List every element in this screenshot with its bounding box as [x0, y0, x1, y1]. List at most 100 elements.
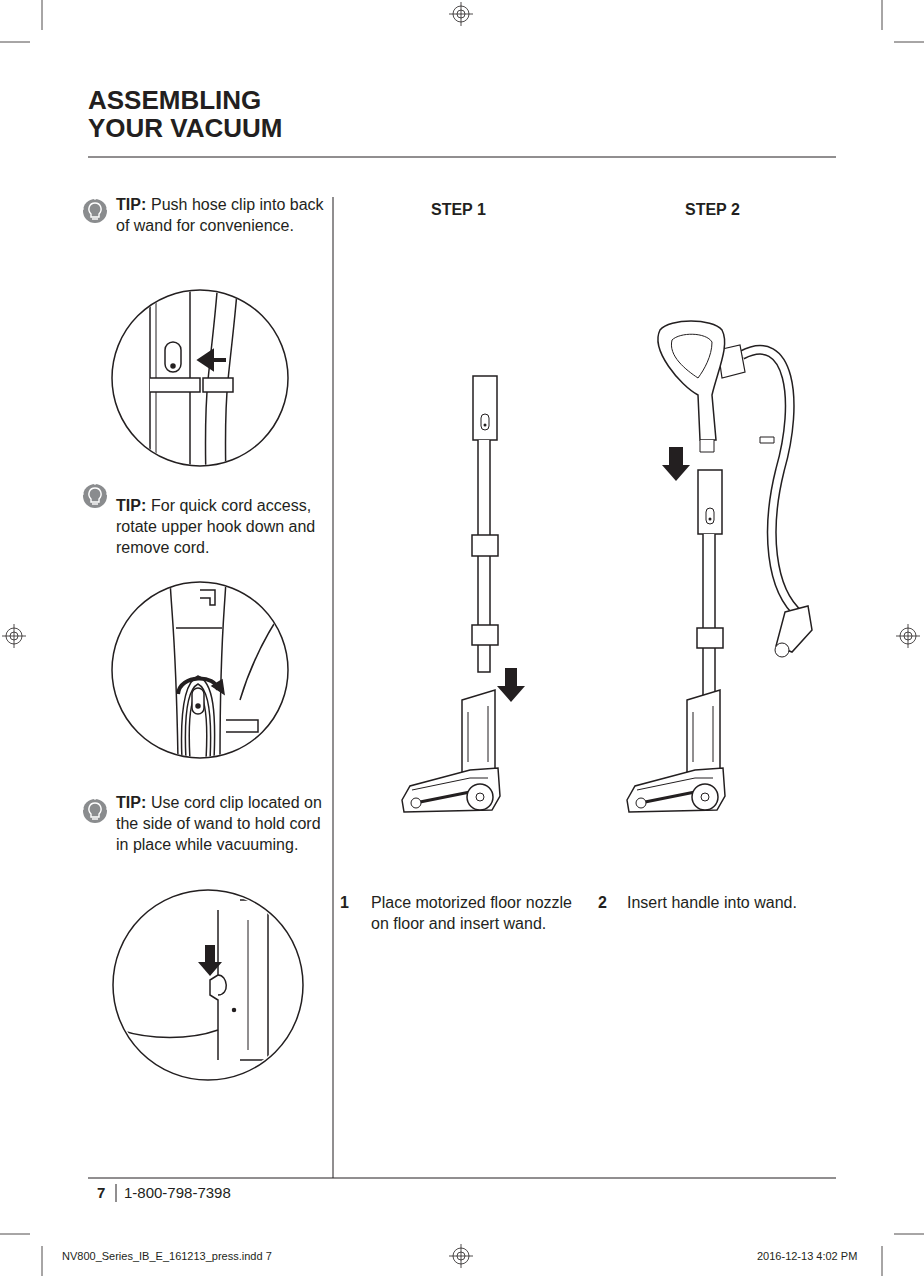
tip-text: TIP:Push hose clip into back of wand for… — [116, 195, 326, 237]
step2-illustration — [698, 470, 722, 534]
step-text: Insert handle into wand. — [627, 894, 797, 911]
step2-illustration — [703, 534, 715, 700]
registration-mark — [449, 2, 473, 26]
page-number: 7 — [97, 1184, 105, 1201]
print-date: 2016-12-13 4:02 PM — [757, 1249, 897, 1263]
registration-mark — [449, 2, 473, 26]
step1-illustration — [505, 668, 517, 686]
cord-clip-inset — [120, 1030, 218, 1038]
cord-hook-inset — [170, 580, 290, 760]
step2-illustration — [760, 437, 774, 443]
phone-number: 1-800-798-7398 — [124, 1183, 324, 1203]
cord-hook-inset — [200, 590, 215, 605]
step2-illustration — [669, 447, 683, 465]
step-number: 1 — [340, 893, 360, 914]
tip-label: TIP: — [116, 196, 146, 213]
step-text: Place motorized floor nozzle on floor an… — [371, 894, 572, 932]
step2-illustration — [697, 628, 723, 648]
step2-illustration — [742, 350, 800, 615]
cord-hook-inset — [112, 580, 290, 760]
registration-mark — [2, 624, 26, 648]
print-date: 2016-12-13 4:02 PM — [757, 1250, 857, 1262]
cord-clip-inset — [233, 1009, 236, 1012]
registration-mark — [2, 624, 26, 648]
cord-hook-inset — [240, 600, 290, 700]
file-slug: NV800_Series_IB_E_161213_press.indd 7 — [62, 1250, 272, 1262]
rule-line — [333, 197, 334, 1178]
step-number: 1 — [340, 894, 349, 911]
phone-number: 1-800-798-7398 — [124, 1184, 231, 1201]
tip-icon — [81, 197, 109, 823]
step2-illustration — [671, 334, 712, 378]
step2-illustration — [627, 321, 812, 812]
step1-illustration — [402, 690, 500, 812]
cord-hook-inset — [182, 676, 215, 760]
hose-clip-inset — [171, 364, 175, 368]
cord-hook-inset — [196, 704, 200, 708]
registration-mark — [896, 624, 920, 648]
tip-text: Push hose clip into back of wand for con… — [116, 196, 324, 234]
step-number: 2 — [598, 894, 607, 911]
cord-hook-inset — [185, 684, 210, 760]
hose-clip-inset — [200, 352, 226, 368]
cord-clip-inset — [120, 900, 268, 1060]
tip-icon — [81, 482, 109, 508]
cord-clip-inset — [240, 900, 268, 1060]
step2-illustration — [775, 643, 789, 657]
hose-clip-inset — [165, 342, 181, 372]
step2-illustration — [627, 690, 725, 812]
step-heading: STEP 2 — [685, 200, 785, 221]
cord-clip-inset — [248, 920, 249, 1050]
cord-hook-inset — [226, 720, 258, 732]
step-heading: STEP 1 — [431, 201, 486, 218]
cord-clip-inset — [210, 910, 218, 1060]
page-number: 7 — [97, 1183, 113, 1203]
cord-clip-inset — [218, 975, 226, 995]
tip-label: TIP: — [116, 794, 146, 811]
tip-icon — [81, 197, 109, 223]
step2-illustration — [658, 321, 725, 440]
cord-hook-inset — [192, 688, 204, 714]
step-heading: STEP 1 — [431, 200, 531, 221]
cord-hook-inset — [212, 680, 224, 694]
cord-clip-inset — [113, 890, 303, 1080]
rule-line — [88, 1178, 836, 1179]
rule-line — [88, 157, 836, 1202]
step-number: 2 — [598, 893, 618, 914]
step-text: Place motorized floor nozzle on floor an… — [371, 893, 576, 935]
cord-hook-inset — [112, 582, 288, 758]
rule-line — [88, 157, 836, 158]
cord-clip-inset — [113, 890, 303, 1080]
registration-mark — [449, 1244, 473, 1268]
tip-text: TIP:For quick cord access, rotate upper … — [116, 496, 328, 558]
cord-hook-inset — [170, 580, 226, 760]
hose-clip-inset — [150, 378, 200, 392]
tip-text: TIP:Use cord clip located on the side of… — [116, 793, 326, 855]
step2-illustration — [742, 350, 800, 615]
step1-illustration — [472, 535, 498, 645]
hose-clip-inset — [203, 378, 233, 392]
cord-hook-inset — [176, 627, 222, 629]
step2-illustration — [662, 465, 690, 481]
tip-icon — [81, 797, 109, 823]
step-heading: STEP 2 — [685, 201, 740, 218]
step-text: Insert handle into wand. — [627, 893, 837, 914]
hose-clip-inset — [112, 290, 288, 466]
registration-mark — [449, 1244, 473, 1268]
step2-illustration — [700, 440, 714, 452]
step1-illustration — [402, 376, 525, 812]
step1-illustration — [497, 686, 525, 702]
cord-clip-inset — [198, 962, 222, 976]
tip-label: TIP: — [116, 497, 146, 514]
file-slug: NV800_Series_IB_E_161213_press.indd 7 — [62, 1249, 362, 1263]
page-title: ASSEMBLING YOUR VACUUM — [88, 86, 328, 142]
hose-clip-inset — [150, 280, 238, 480]
registration-mark — [896, 624, 920, 648]
rule-line — [116, 1184, 117, 1202]
tip-text: Use cord clip located on the side of wan… — [116, 794, 322, 853]
step1-illustration — [473, 376, 497, 440]
